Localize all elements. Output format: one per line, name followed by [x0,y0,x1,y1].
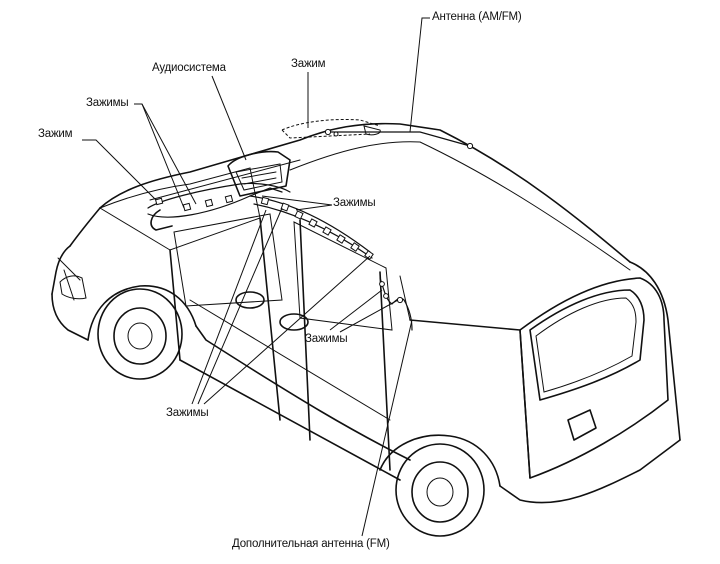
label-clips-middle: Зажимы [333,197,376,209]
antenna-cable-harness [147,182,374,260]
label-clip-left: Зажим [38,128,73,140]
label-aux-antenna-fm: Дополнительная антенна (FM) [232,538,390,550]
label-antenna-am-fm: Антенна (AM/FM) [432,11,522,23]
antenna-wire [324,128,474,150]
leader-lines [82,17,430,537]
label-clip-top: Зажим [291,58,326,70]
label-clips-upper-left: Зажимы [86,97,129,109]
label-clips-bottom: Зажимы [166,407,209,419]
roof-dashed-area [281,119,381,139]
label-clips-right: Зажимы [305,333,348,345]
van-body [51,122,681,537]
label-audio-system: Аудиосистема [152,62,226,74]
audio-system-unit [227,150,291,197]
aux-antenna-cable [379,277,413,331]
